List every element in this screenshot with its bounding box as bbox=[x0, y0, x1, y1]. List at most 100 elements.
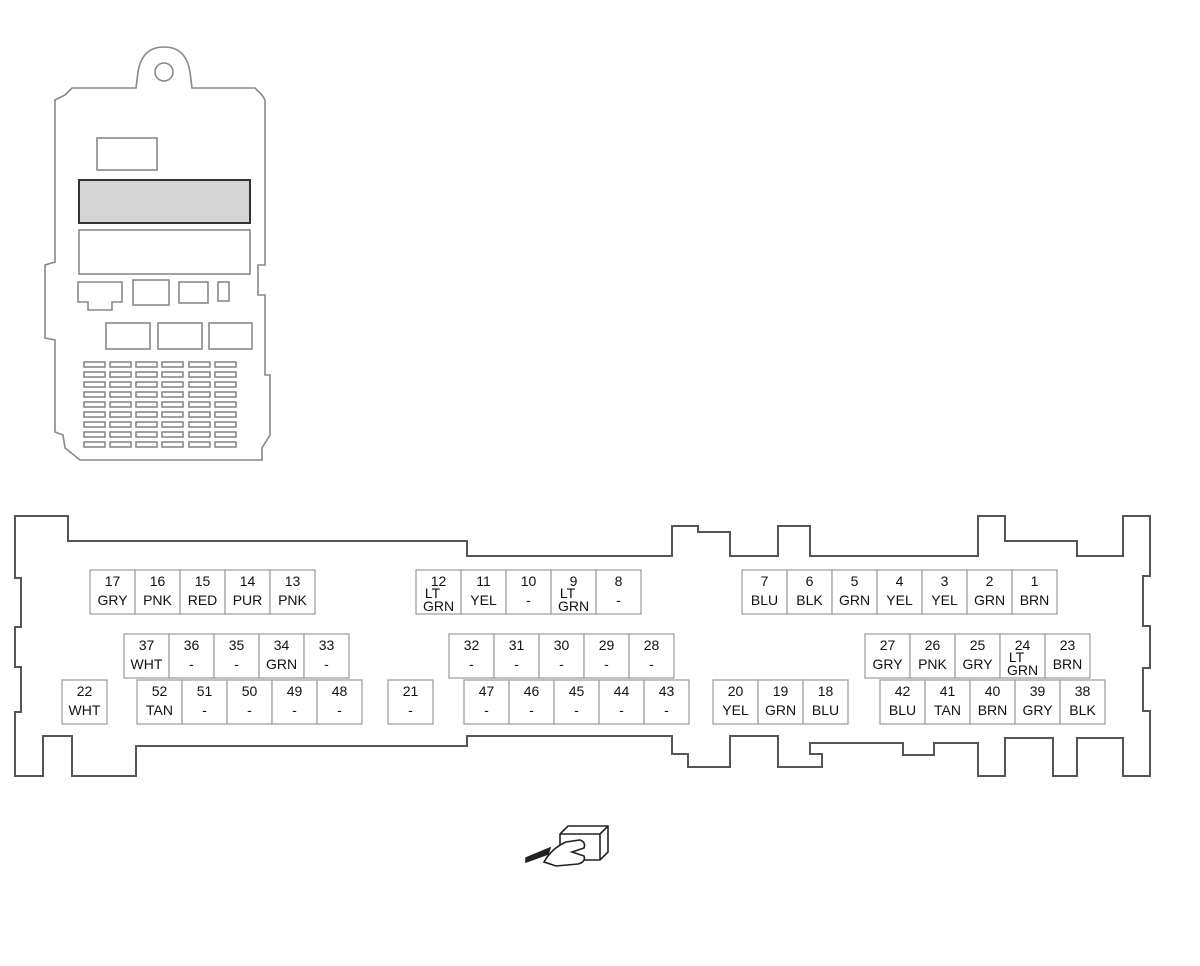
fuse-slot bbox=[135, 441, 158, 448]
pin-wire-color: - bbox=[574, 702, 579, 718]
pin-cell bbox=[538, 633, 585, 679]
fuse-slot bbox=[135, 421, 158, 428]
fuse-slot bbox=[161, 441, 184, 448]
pin-wire-color: TAN bbox=[146, 702, 173, 718]
fuse-slot bbox=[135, 391, 158, 398]
connector-pin: 32- bbox=[448, 633, 495, 679]
fuse-slot bbox=[214, 371, 237, 378]
pin-wire-color: PNK bbox=[918, 656, 947, 672]
fuse-slot bbox=[188, 431, 211, 438]
pin-number: 45 bbox=[569, 683, 585, 699]
pin-cell bbox=[921, 569, 968, 615]
pin-cell bbox=[712, 679, 759, 725]
fuse-slot bbox=[214, 421, 237, 428]
pin-cell bbox=[213, 633, 260, 679]
connector-pin: 45 - bbox=[553, 679, 600, 725]
connector-pin: 30- bbox=[538, 633, 585, 679]
pin-wire-color: YEL bbox=[886, 592, 913, 608]
fuse-slot bbox=[161, 431, 184, 438]
connector-pin: 31- bbox=[493, 633, 540, 679]
pin-wire-color: - bbox=[292, 702, 297, 718]
pin-cell bbox=[61, 679, 108, 725]
fuse-slot bbox=[161, 371, 184, 378]
fuse-box-locator-icon bbox=[44, 46, 271, 461]
pin-cell bbox=[741, 569, 788, 615]
pin-cell bbox=[387, 679, 434, 725]
pin-wire-color: LT bbox=[560, 585, 576, 601]
pin-wire-color: - bbox=[337, 702, 342, 718]
pin-cell bbox=[757, 679, 804, 725]
connector-pin: 21- bbox=[387, 679, 434, 725]
pin-cell bbox=[643, 679, 690, 725]
pin-cell bbox=[876, 569, 923, 615]
fuse-slot bbox=[214, 361, 237, 368]
pin-number: 1 bbox=[1031, 573, 1039, 589]
fuse-slot bbox=[109, 421, 132, 428]
pin-wire-color: YEL bbox=[722, 702, 749, 718]
fuse-slot bbox=[135, 431, 158, 438]
pin-number: 47 bbox=[479, 683, 495, 699]
connector-pin: 46- bbox=[508, 679, 555, 725]
pin-number: 33 bbox=[319, 637, 335, 653]
pin-wire-color: - bbox=[649, 656, 654, 672]
pin-wire-color: - bbox=[234, 656, 239, 672]
pin-wire-color: GRN bbox=[558, 598, 589, 614]
connector-pin: 28 - bbox=[628, 633, 675, 679]
fuse-slot bbox=[135, 361, 158, 368]
connector-pin: 35- bbox=[213, 633, 260, 679]
pin-number: 49 bbox=[287, 683, 303, 699]
pin-wire-color: PUR bbox=[233, 592, 263, 608]
pin-cell bbox=[1011, 569, 1058, 615]
pin-wire-color: - bbox=[529, 702, 534, 718]
pin-number: 51 bbox=[197, 683, 213, 699]
pin-number: 44 bbox=[614, 683, 630, 699]
pin-cell bbox=[802, 679, 849, 725]
pin-cell bbox=[448, 633, 495, 679]
pin-number: 9 bbox=[570, 573, 578, 589]
pin-number: 2 bbox=[986, 573, 994, 589]
pin-wire-color: GRY bbox=[872, 656, 903, 672]
pin-number: 29 bbox=[599, 637, 615, 653]
pin-number: 50 bbox=[242, 683, 258, 699]
pin-wire-color: - bbox=[247, 702, 252, 718]
pin-wire-color: - bbox=[619, 702, 624, 718]
pin-number: 27 bbox=[880, 637, 896, 653]
pin-wire-color: - bbox=[484, 702, 489, 718]
pin-cell bbox=[134, 569, 181, 615]
pin-wire-color: - bbox=[324, 656, 329, 672]
pin-wire-color: GRN bbox=[1007, 662, 1038, 678]
pin-cell bbox=[136, 679, 183, 725]
pin-cell bbox=[1014, 679, 1061, 725]
fuse-slot bbox=[161, 411, 184, 418]
pin-cell bbox=[168, 633, 215, 679]
fuse-slot bbox=[109, 391, 132, 398]
pin-number: 39 bbox=[1030, 683, 1046, 699]
pin-cell bbox=[1059, 679, 1106, 725]
pin-wire-color: GRN bbox=[765, 702, 796, 718]
fuse-slot bbox=[161, 361, 184, 368]
connector-pin: 8- bbox=[595, 569, 642, 615]
pin-number: 48 bbox=[332, 683, 348, 699]
pin-number: 43 bbox=[659, 683, 675, 699]
fuse-slot bbox=[188, 441, 211, 448]
pin-number: 11 bbox=[476, 573, 491, 589]
pin-wire-color: - bbox=[616, 592, 621, 608]
fuse-slot bbox=[188, 371, 211, 378]
pin-number: 28 bbox=[644, 637, 660, 653]
pin-number: 24 bbox=[1015, 637, 1031, 653]
